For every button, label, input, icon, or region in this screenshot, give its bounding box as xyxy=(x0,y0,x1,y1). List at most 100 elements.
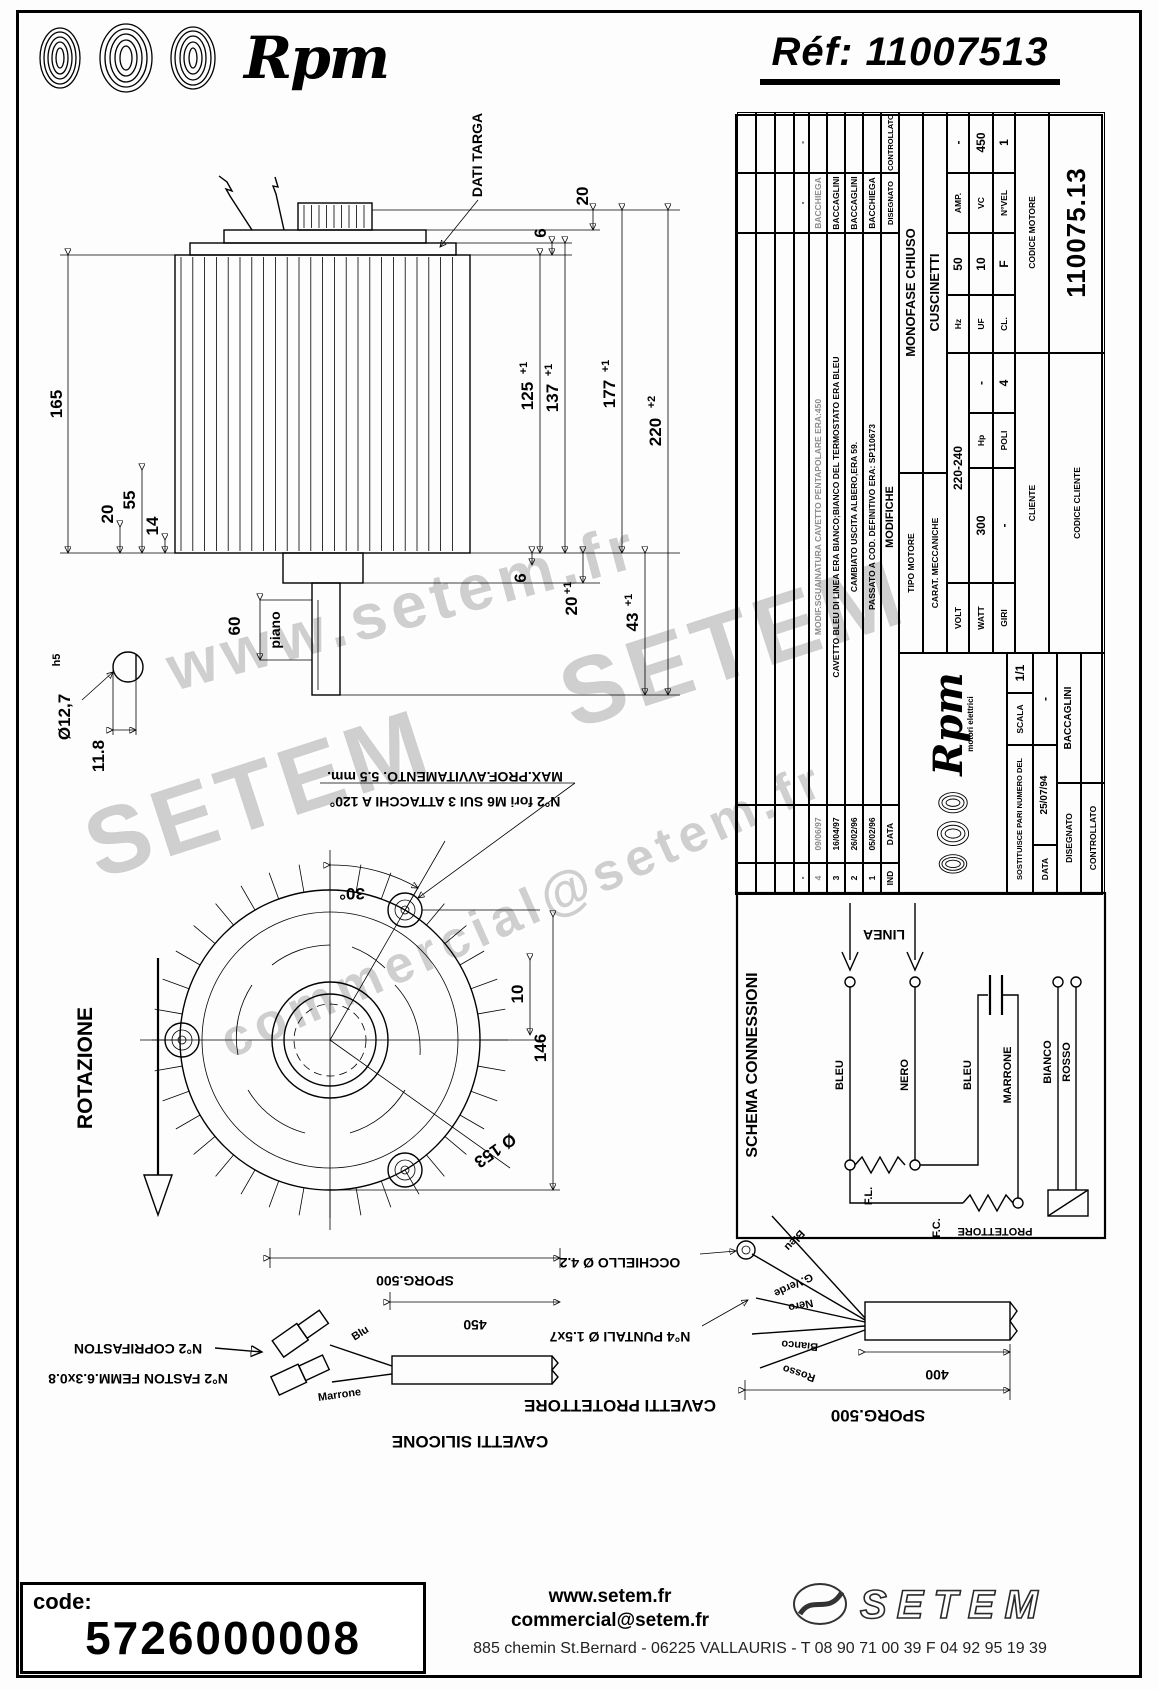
code-value: 5726000008 xyxy=(85,1612,361,1664)
amp-value: - xyxy=(947,112,969,173)
codice-cliente-cell: CODICE CLIENTE xyxy=(1049,353,1105,653)
linea-label: LINEA xyxy=(863,927,905,943)
connection-schema: SCHEMA CONNESSIONI LINEA BLEU NERO F.L. … xyxy=(735,891,1107,1240)
note-coprifaston: N°2 COPRIFASTON xyxy=(74,1341,202,1357)
dati-targa-label: DATI TARGA xyxy=(469,113,485,197)
scala-label: SCALA xyxy=(1007,693,1033,745)
watt-value: 300 xyxy=(969,468,993,583)
dim-20-left: 20 xyxy=(98,505,117,524)
dim-11-8: 11.8 xyxy=(89,740,108,772)
dim-220-tol: +2 xyxy=(646,396,658,409)
dim-220: 220 xyxy=(646,418,665,446)
data-value: 25/07/94 xyxy=(1033,745,1057,845)
wire-marrone: MARRONE xyxy=(1002,1047,1014,1104)
lead-wire-1 xyxy=(218,175,253,231)
codice-motore-value: 110075.13 xyxy=(1049,112,1105,353)
tipo-motore-label: TIPO MOTORE xyxy=(899,473,923,653)
dim-165: 165 xyxy=(47,390,66,418)
dim-43: 43 xyxy=(623,613,642,632)
dim-146: 146 xyxy=(531,1034,550,1062)
uf-label: UF xyxy=(969,295,993,353)
cable-detail-left: SPORG.500 450 Blu Marrone N°2 COPRIFASTO… xyxy=(48,1248,560,1451)
dim-153: Ø 153 xyxy=(471,1129,520,1171)
piano-label: piano xyxy=(267,611,283,648)
sostituisce-label: SOSTITUISCE PARI NUMERO DEL xyxy=(1007,745,1033,893)
mount-boss-3 xyxy=(387,1152,423,1188)
wire-nero: NERO xyxy=(899,1059,911,1091)
dim-20-top: 20 xyxy=(573,187,592,206)
ref-label: Réf: xyxy=(771,30,854,74)
dim-10: 10 xyxy=(508,985,527,1004)
protettore-label: PROTETTORE xyxy=(958,1225,1033,1237)
lead-wire-2 xyxy=(271,176,285,231)
cable-detail-right: Bleu G.Verde Nero Bianco Rosso OCCHIELLO… xyxy=(524,1215,1018,1425)
dim-137-tol: +1 xyxy=(543,364,555,377)
sostituisce-value: - xyxy=(1033,653,1057,745)
dim-43-tol: +1 xyxy=(623,594,635,607)
scala-value: 1/1 xyxy=(1007,653,1033,693)
rpm-coils-icon xyxy=(39,23,216,93)
sheet-border xyxy=(16,10,1142,1678)
rotazione-label: ROTAZIONE xyxy=(74,1007,97,1129)
dim-125-tol: +1 xyxy=(518,362,530,375)
wire-bleu-2: BLEU xyxy=(962,1060,974,1090)
dim-sporg500-left: SPORG.500 xyxy=(376,1273,454,1289)
schema-title: SCHEMA CONNESSIONI xyxy=(744,972,761,1157)
website-text: www.setem.fr xyxy=(548,1586,672,1607)
vc-value: 450 xyxy=(969,112,993,173)
disegnato-label: DISEGNATO xyxy=(1057,783,1081,893)
eyelet-icon xyxy=(736,1240,756,1260)
note-occhiello: OCCHIELLO Ø 4.2 xyxy=(560,1255,681,1271)
wire-label-blu: Blu xyxy=(350,1324,371,1344)
cliente-cell: CLIENTE xyxy=(1015,353,1049,653)
dim-sporg500-right: SPORG.500 xyxy=(831,1406,926,1425)
dim-55: 55 xyxy=(120,491,139,510)
faston-terminal-2 xyxy=(269,1354,331,1396)
wire-bianco: BIANCO xyxy=(1042,1040,1054,1084)
code-label: code: xyxy=(33,1589,92,1614)
note-puntali: N°4 PUNTALI Ø 1.5x7 xyxy=(549,1329,690,1345)
faston-terminal-1 xyxy=(271,1309,330,1359)
dim-177-tol: +1 xyxy=(600,360,612,373)
address-line: 885 chemin St.Bernard - 06225 VALLAURIS … xyxy=(473,1640,1047,1657)
revision-row: - - - xyxy=(794,112,809,893)
nvel-label: N°VEL xyxy=(993,173,1015,233)
ref-value: 11007513 xyxy=(865,30,1049,74)
wire-label-nero: Nero xyxy=(787,1296,814,1313)
setem-wordmark: SETEM xyxy=(860,1583,1048,1627)
controllato-label: CONTROLLATO xyxy=(1081,783,1105,893)
motor-front-view: 30° MAX.PROF.AVVITAMENTO. 5.5 mm. N°2 fo… xyxy=(74,769,576,1230)
note-faston: N°2 FASTON FEMM.6.3x0.8 xyxy=(48,1371,228,1387)
dim-6-top: 6 xyxy=(531,228,550,237)
wire-label-marrone: Marrone xyxy=(317,1386,362,1404)
watt-label: WATT xyxy=(969,583,993,653)
rotation-arrowhead-icon xyxy=(143,1174,173,1218)
codice-motore-label: CODICE MOTORE xyxy=(1015,112,1049,353)
setem-swoosh-icon xyxy=(797,1590,845,1616)
wire-label-rosso: Rosso xyxy=(781,1362,817,1384)
dim-177: 177 xyxy=(600,380,619,408)
giri-label: GIRI xyxy=(993,583,1015,653)
dim-h5: h5 xyxy=(51,654,63,667)
disegnato-value: BACCAGLINI xyxy=(1057,653,1081,783)
motor-fins-side xyxy=(180,257,453,551)
carat-meccaniche-label: CARAT. MECCANICHE xyxy=(923,473,947,653)
note-prof: MAX.PROF.AVVITAMENTO. 5.5 mm. xyxy=(327,769,563,785)
motor-side-view: DATI TARGA 165 55 14 20 h5 Ø12,7 11.8 xyxy=(47,113,680,772)
hp-value: - xyxy=(969,353,993,413)
wire-label-gverde: G.Verde xyxy=(772,1270,815,1298)
carat-meccaniche-value: CUSCINETTI xyxy=(923,112,947,473)
cl-value: F xyxy=(993,233,1015,295)
dim-450: 450 xyxy=(463,1317,487,1333)
title-block-logo: Rpm motori elettrici xyxy=(899,653,1007,893)
tb-rpm-wordmark: Rpm xyxy=(924,672,972,776)
rpm-coils-icon-small xyxy=(936,791,970,874)
rpm-logo: Rpm xyxy=(38,22,390,94)
wire-rosso: ROSSO xyxy=(1061,1042,1073,1082)
volt-label: VOLT xyxy=(947,583,969,653)
